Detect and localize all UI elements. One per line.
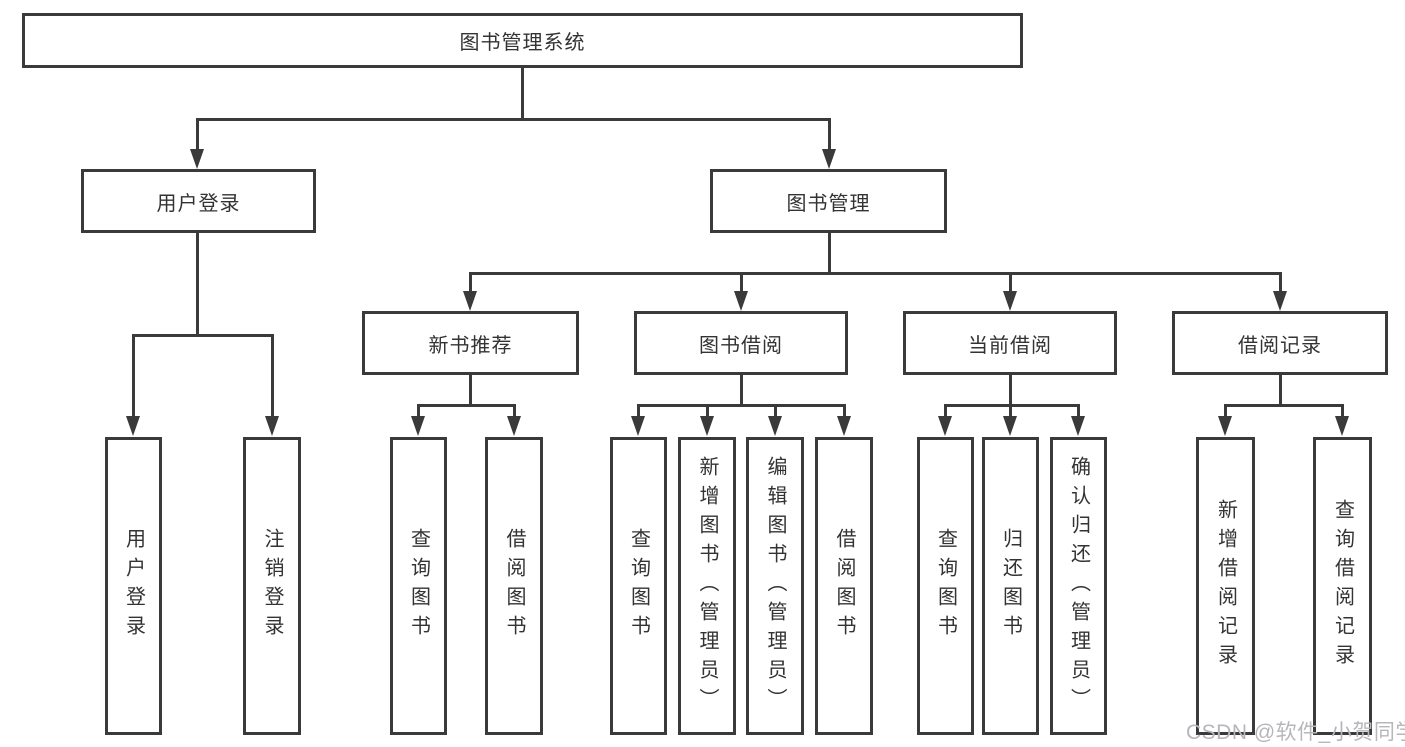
leaf-return-book: 归还图书 <box>982 437 1039 735</box>
node-library-system: 图书管理系统 <box>22 13 1023 68</box>
arrow-down-icon <box>1335 416 1349 436</box>
leaf-logout: 注销登录 <box>243 437 301 735</box>
leaf-return-book-label: 归还图书 <box>999 528 1022 644</box>
connector-line <box>773 403 777 420</box>
connector-line <box>195 117 199 153</box>
leaf-borrow-books-borrow-label: 借阅图书 <box>833 528 855 644</box>
leaf-borrow-books-borrow: 借阅图书 <box>815 437 873 735</box>
connector-line <box>1224 403 1344 407</box>
csdn-watermark: CSDN @软件_小贺同学 <box>1186 721 1405 744</box>
leaf-add-borrow-record-label: 新增借阅记录 <box>1214 499 1237 673</box>
leaf-query-books-recommend: 查询图书 <box>390 437 447 735</box>
node-current-borrow-label: 当前借阅 <box>968 334 1052 357</box>
leaf-add-borrow-record: 新增借阅记录 <box>1196 437 1255 735</box>
node-book-management: 图书管理 <box>710 169 947 233</box>
connector-line <box>842 403 846 420</box>
arrow-down-icon <box>821 149 836 169</box>
leaf-borrow-books-recommend: 借阅图书 <box>485 437 543 735</box>
connector-line <box>1278 271 1282 295</box>
leaf-query-books-current-label: 查询图书 <box>934 528 957 644</box>
node-user-login-label: 用户登录 <box>156 192 241 215</box>
connector-line <box>132 333 274 337</box>
arrow-down-icon <box>836 416 851 436</box>
leaf-logout-label: 注销登录 <box>261 528 283 644</box>
node-library-system-label: 图书管理系统 <box>459 32 586 54</box>
arrow-down-icon <box>733 291 748 311</box>
arrow-down-icon <box>264 416 279 436</box>
arrow-down-icon <box>1071 416 1085 436</box>
connector-line <box>1224 403 1227 420</box>
leaf-confirm-return-admin: 确认归还（管理员） <box>1050 437 1107 735</box>
node-current-borrow: 当前借阅 <box>903 311 1117 375</box>
arrow-down-icon <box>126 416 140 436</box>
connector-line <box>1008 271 1012 295</box>
connector-line <box>739 373 743 407</box>
node-new-book-recommend-label: 新书推荐 <box>428 334 513 357</box>
arrow-down-icon <box>631 416 645 436</box>
node-borrow-records: 借阅记录 <box>1172 311 1388 375</box>
node-borrow-records-label: 借阅记录 <box>1238 334 1322 357</box>
leaf-query-books-recommend-label: 查询图书 <box>407 528 430 644</box>
connector-line <box>637 403 640 420</box>
connector-line <box>1077 403 1080 420</box>
arrow-down-icon <box>411 416 425 436</box>
leaf-query-borrow-record-label: 查询借阅记录 <box>1331 499 1354 673</box>
node-new-book-recommend: 新书推荐 <box>362 311 579 375</box>
leaf-query-books-current: 查询图书 <box>917 437 974 735</box>
leaf-confirm-return-admin-label: 确认归还（管理员） <box>1067 455 1090 717</box>
connector-line <box>1008 373 1012 407</box>
leaf-query-books-borrow-label: 查询图书 <box>627 528 650 644</box>
connector-line <box>417 403 516 407</box>
connector-line <box>1341 403 1344 420</box>
connector-line <box>827 231 831 275</box>
connector-line <box>417 403 420 420</box>
connector-line <box>195 231 199 337</box>
node-user-login: 用户登录 <box>81 169 316 233</box>
leaf-add-book-admin-label: 新增图书（管理员） <box>696 455 718 717</box>
arrow-down-icon <box>767 416 782 436</box>
leaf-user-login-label: 用户登录 <box>122 528 145 644</box>
leaf-borrow-books-recommend-label: 借阅图书 <box>503 528 525 644</box>
arrow-down-icon <box>462 291 477 311</box>
connector-line <box>132 333 135 420</box>
arrow-down-icon <box>699 416 714 436</box>
connector-line <box>705 403 709 420</box>
leaf-edit-book-admin: 编辑图书（管理员） <box>746 437 804 735</box>
arrow-down-icon <box>1002 291 1017 311</box>
connector-line <box>468 271 1282 275</box>
connector-line <box>1009 403 1012 420</box>
leaf-user-login: 用户登录 <box>105 437 162 735</box>
arrow-down-icon <box>189 149 204 169</box>
connector-line <box>520 66 524 121</box>
arrow-down-icon <box>1272 291 1287 311</box>
connector-line <box>944 403 1080 407</box>
arrow-down-icon <box>1003 416 1017 436</box>
node-book-borrow-label: 图书借阅 <box>699 334 783 357</box>
connector-line <box>1278 373 1282 407</box>
leaf-edit-book-admin-label: 编辑图书（管理员） <box>764 455 786 717</box>
connector-line <box>468 373 472 407</box>
leaf-query-books-borrow: 查询图书 <box>610 437 667 735</box>
leaf-query-borrow-record: 查询借阅记录 <box>1313 437 1372 735</box>
connector-line <box>739 271 743 295</box>
arrow-down-icon <box>938 416 952 436</box>
connector-line <box>270 333 274 420</box>
connector-line <box>195 117 831 121</box>
arrow-down-icon <box>1218 416 1232 436</box>
connector-line <box>512 403 516 420</box>
node-book-management-label: 图书管理 <box>786 192 871 215</box>
connector-line <box>468 271 472 295</box>
arrow-down-icon <box>506 416 521 436</box>
connector-line <box>827 117 831 153</box>
node-book-borrow: 图书借阅 <box>634 311 848 375</box>
connector-line <box>944 403 947 420</box>
leaf-add-book-admin: 新增图书（管理员） <box>678 437 736 735</box>
